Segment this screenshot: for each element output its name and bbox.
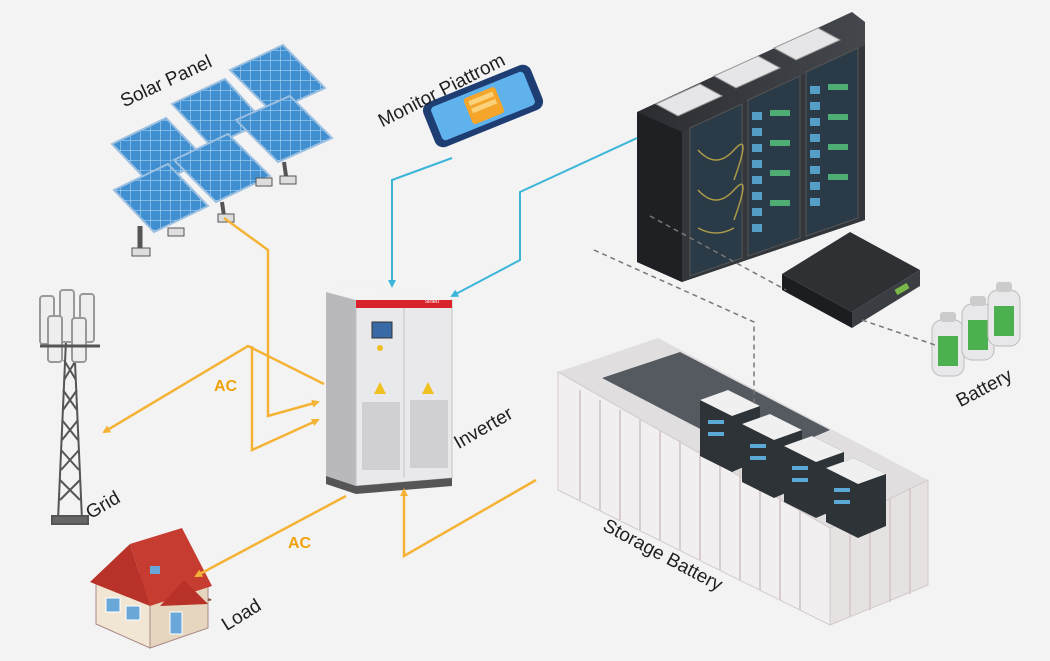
link-monitor-to-inverter bbox=[388, 157, 453, 288]
solar-panel bbox=[112, 162, 210, 257]
storage-battery-container bbox=[557, 338, 929, 626]
ac-grid-label: AC bbox=[214, 378, 238, 395]
grid-tower bbox=[39, 289, 100, 525]
battery-rack-cluster bbox=[637, 12, 865, 282]
inverter-cabinet bbox=[326, 284, 453, 494]
inverter-brand-text: sineti bbox=[425, 299, 440, 305]
flow-storage-to-inverter bbox=[400, 478, 537, 559]
monitor-platform-phone bbox=[422, 64, 544, 148]
data-links bbox=[388, 137, 638, 297]
dashed-connectors bbox=[593, 215, 939, 404]
flow-grid-to-inverter bbox=[250, 346, 320, 452]
solar-panel-array bbox=[110, 43, 334, 257]
flow-inverter-to-grid bbox=[102, 344, 325, 434]
battery-cells-icon bbox=[931, 282, 1021, 377]
link-rack-to-inverter bbox=[450, 137, 638, 297]
ac-load-label: AC bbox=[288, 535, 312, 552]
flow-inverter-to-load bbox=[194, 494, 347, 578]
solar-panel bbox=[234, 94, 334, 185]
power-flow-lines bbox=[102, 216, 537, 578]
container-battery-rack bbox=[826, 458, 886, 538]
flow-solar-to-inverter bbox=[223, 216, 320, 418]
battery-management-box bbox=[782, 232, 920, 328]
load-house bbox=[90, 528, 212, 649]
